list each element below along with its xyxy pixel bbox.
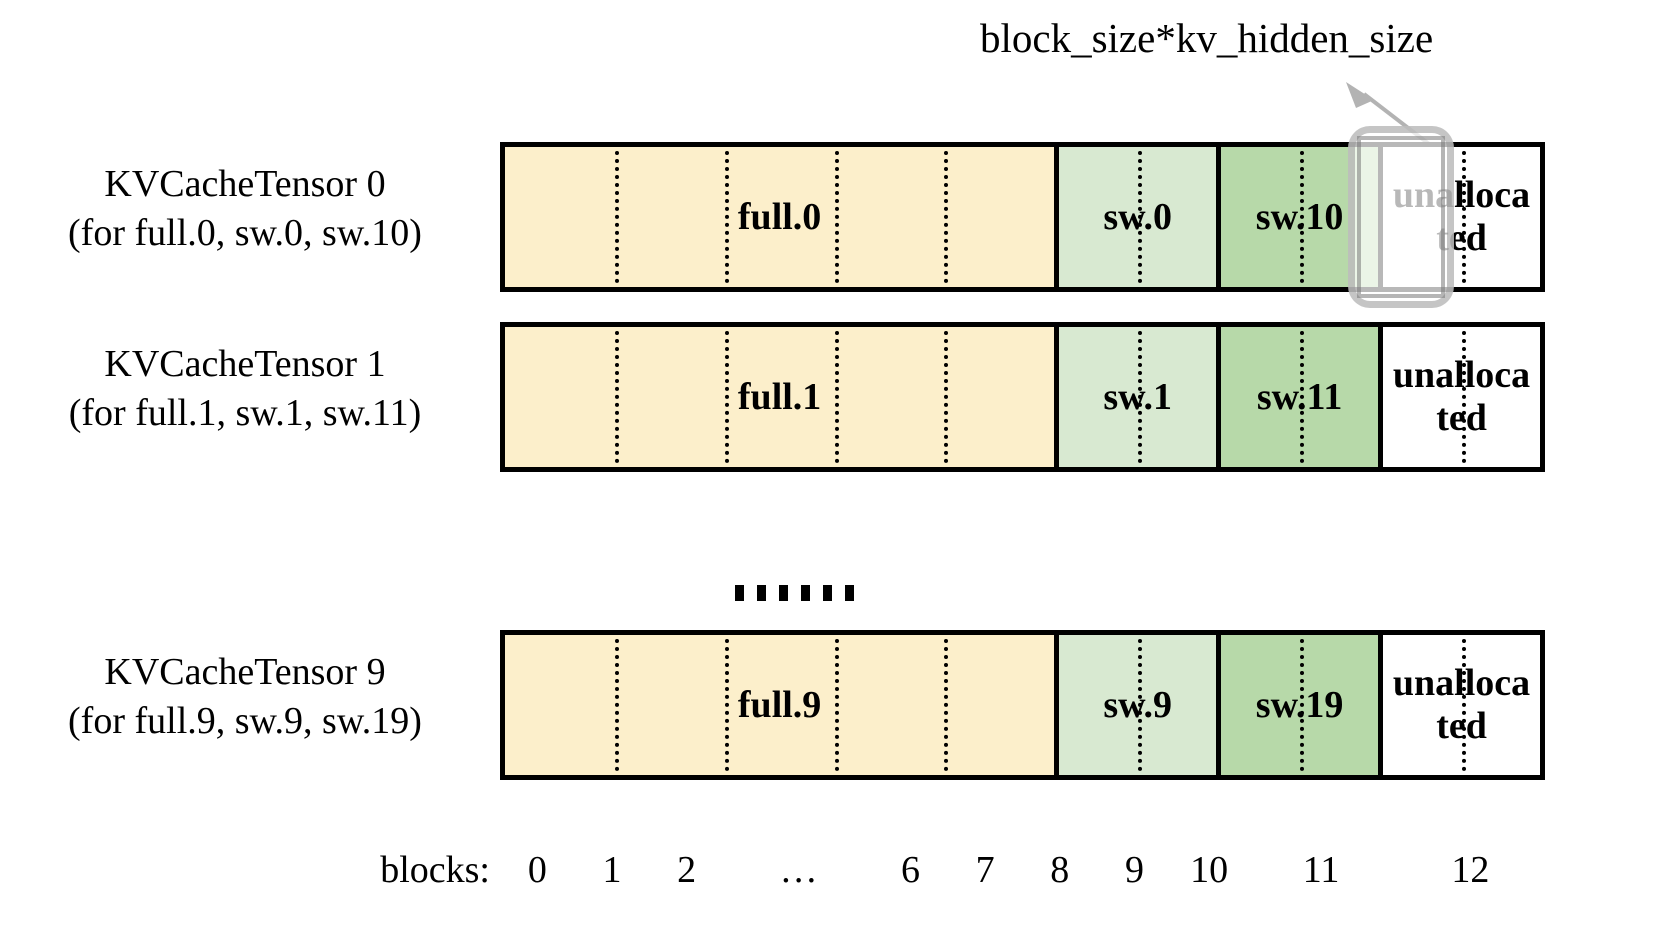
blocks-axis-tick: 9 (1124, 849, 1144, 891)
tensor-cell-full: full.1 (505, 327, 1055, 467)
tensor-cell-label: sw.10 (1255, 195, 1344, 238)
block-divider (834, 151, 839, 283)
block-divider (834, 331, 839, 463)
tensor-cell-unalloc: unallocated (1378, 635, 1540, 775)
blocks-axis-tick: 8 (1050, 849, 1070, 891)
blocks-axis-tick: 7 (975, 849, 995, 891)
tensor-row-label-line2: (for full.1, sw.1, sw.11) (68, 391, 422, 434)
blocks-axis-tick: 11 (1302, 849, 1340, 891)
tensor-cell-sw-dark: sw.19 (1216, 635, 1379, 775)
blocks-axis-tick: 6 (901, 849, 921, 891)
tensor-cell-sw-light: sw.9 (1054, 635, 1217, 775)
tensor-cell-label: full.0 (737, 195, 822, 238)
tensor-cell-label: unallocated (1392, 354, 1531, 439)
block-divider (614, 331, 619, 463)
kvcache-tensor-bar: full.9 sw.9 sw.19 unallocated (500, 630, 1545, 780)
callout-label: block_size*kv_hidden_size (980, 15, 1434, 61)
block-divider (944, 639, 949, 771)
tensor-cell-label: sw.11 (1256, 375, 1343, 418)
highlight-callout-box (1348, 126, 1454, 308)
tensor-cell-full: full.0 (505, 147, 1055, 287)
tensor-cell-unalloc: unallocated (1378, 327, 1540, 467)
blocks-axis-title: blocks: (380, 849, 490, 891)
highlight-callout-inner (1357, 136, 1445, 298)
tensor-cell-label: sw.0 (1103, 195, 1173, 238)
ellipsis-dot (757, 585, 766, 601)
tensor-row-label-line1: KVCacheTensor 9 (104, 651, 386, 693)
tensor-cell-sw-light: sw.0 (1054, 147, 1217, 287)
rows-ellipsis (735, 585, 854, 601)
tensor-cell-label: sw.19 (1255, 683, 1344, 726)
tensor-row-label: KVCacheTensor 1 (for full.1, sw.1, sw.11) (10, 340, 480, 437)
tensor-cell-label: full.1 (737, 375, 822, 418)
ellipsis-dot (735, 585, 744, 601)
tensor-row-label-line2: (for full.9, sw.9, sw.19) (68, 699, 422, 742)
blocks-axis-tick: 2 (677, 849, 697, 891)
block-divider (724, 331, 729, 463)
block-divider (724, 639, 729, 771)
ellipsis-dot (779, 585, 788, 601)
block-divider (614, 639, 619, 771)
ellipsis-dot (823, 585, 832, 601)
tensor-cell-label: unallocated (1392, 662, 1531, 747)
tensor-row-label-line2: (for full.0, sw.0, sw.10) (68, 211, 422, 254)
block-divider (834, 639, 839, 771)
tensor-cell-label: full.9 (737, 683, 822, 726)
ellipsis-dot (801, 585, 810, 601)
tensor-row-label-line1: KVCacheTensor 0 (104, 163, 386, 205)
tensor-row-label: KVCacheTensor 0 (for full.0, sw.0, sw.10) (10, 160, 480, 257)
blocks-axis-tick: 0 (527, 849, 547, 891)
tensor-cell-label: sw.9 (1103, 683, 1173, 726)
blocks-axis-tick: … (779, 849, 818, 891)
tensor-cell-label: sw.1 (1103, 375, 1173, 418)
ellipsis-dot (845, 585, 854, 601)
tensor-row-label: KVCacheTensor 9 (for full.9, sw.9, sw.19) (10, 648, 480, 745)
block-divider (944, 331, 949, 463)
kvcache-tensor-bar: full.1 sw.1 sw.11 unallocated (500, 322, 1545, 472)
tensor-cell-sw-light: sw.1 (1054, 327, 1217, 467)
block-divider (614, 151, 619, 283)
block-divider (724, 151, 729, 283)
tensor-row-label-line1: KVCacheTensor 1 (104, 343, 386, 385)
block-divider (944, 151, 949, 283)
tensor-cell-sw-dark: sw.11 (1216, 327, 1379, 467)
tensor-cell-full: full.9 (505, 635, 1055, 775)
blocks-axis-tick: 12 (1451, 849, 1490, 891)
blocks-axis-tick: 10 (1190, 849, 1229, 891)
blocks-axis-tick: 1 (602, 849, 622, 891)
